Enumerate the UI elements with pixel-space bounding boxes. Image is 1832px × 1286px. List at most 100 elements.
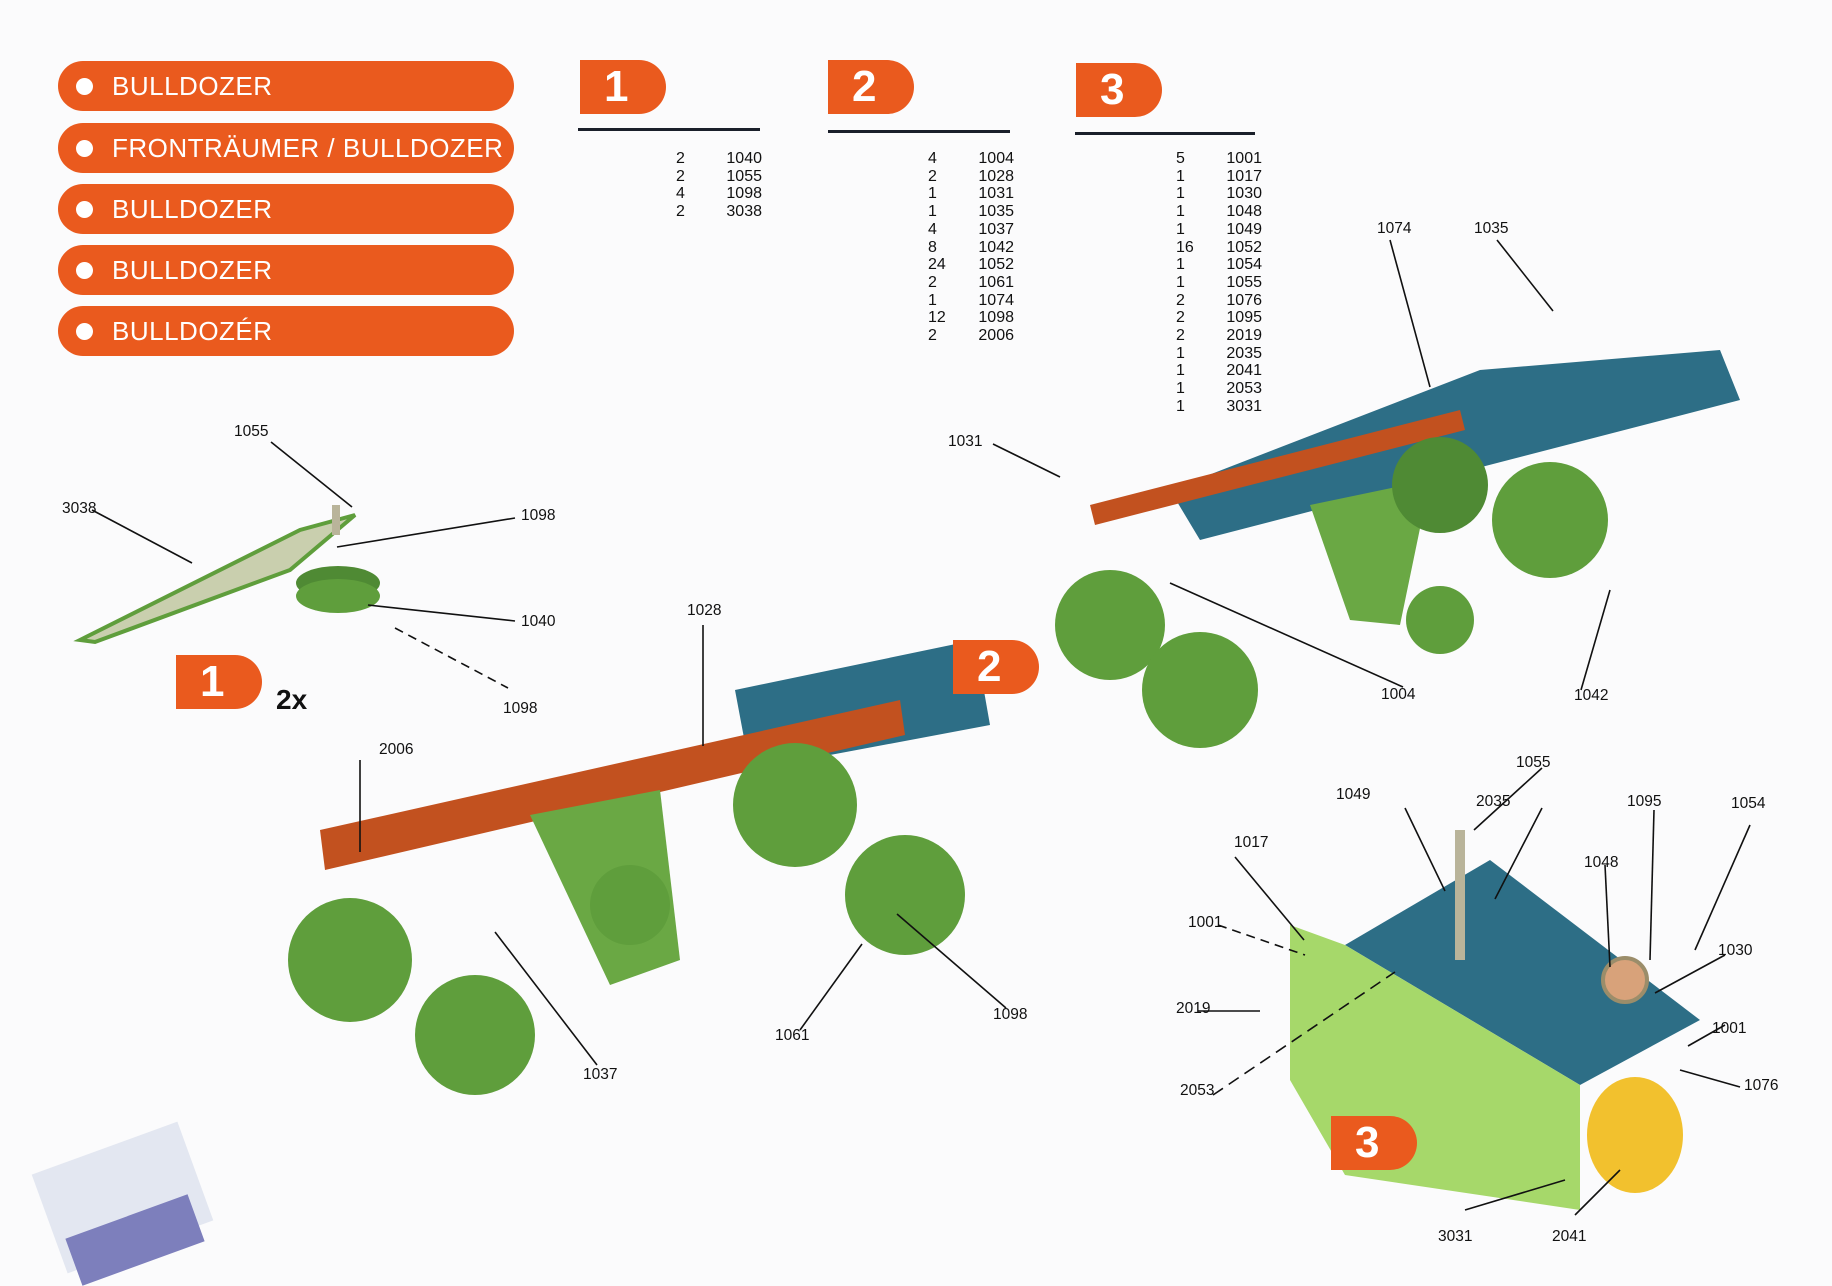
callout-label: 1076	[1744, 1077, 1779, 1094]
part-number: 1049	[1226, 220, 1262, 238]
title-bar-2: FRONTRÄUMER / BULLDOZER	[58, 123, 514, 173]
part-quantity: 1	[1176, 397, 1185, 415]
callout-label: 1095	[1627, 793, 1662, 810]
parts-row: 2 2006	[928, 327, 1014, 345]
part-quantity: 1	[1176, 167, 1185, 185]
step-rule-2	[828, 130, 1010, 133]
wheel	[845, 835, 965, 955]
wheel	[415, 975, 535, 1095]
bullet-icon	[76, 139, 93, 157]
bullet-icon	[76, 322, 93, 340]
callout-label: 2053	[1180, 1082, 1215, 1099]
part-quantity: 1	[928, 291, 937, 309]
part-quantity: 2	[1176, 291, 1185, 309]
wheel	[1492, 462, 1608, 578]
callout-label: 1040	[521, 613, 556, 630]
part-number: 2035	[1226, 344, 1262, 362]
part-quantity: 1	[1176, 256, 1185, 274]
callout-label: 1017	[1234, 834, 1269, 851]
part-quantity: 12	[928, 309, 946, 327]
parts-row: 12 1098	[928, 309, 1014, 327]
part-quantity: 1	[1176, 344, 1185, 362]
step-number: 1	[604, 62, 629, 111]
callout-label: 1030	[1718, 942, 1753, 959]
yellow-disc	[1587, 1077, 1683, 1193]
part-number: 1030	[1226, 185, 1262, 203]
part-number: 2006	[978, 327, 1014, 345]
callout-label: 1054	[1731, 795, 1766, 812]
part-number: 1001	[1226, 150, 1262, 167]
step-number: 3	[1355, 1118, 1380, 1167]
callout-label: 1042	[1574, 687, 1609, 704]
bolt	[332, 505, 340, 535]
callout-label: 1037	[583, 1066, 618, 1083]
part-number: 1098	[978, 309, 1014, 327]
title-text: BULLDOZER	[112, 193, 273, 224]
part-quantity: 1	[928, 185, 937, 203]
callout-label: 1055	[234, 423, 269, 440]
part-quantity: 1	[1176, 380, 1185, 398]
callout-label: 2006	[379, 741, 414, 758]
pulley	[296, 579, 380, 613]
wheel	[1392, 437, 1488, 533]
callout-label: 1098	[993, 1006, 1028, 1023]
part-quantity: 1	[928, 203, 937, 221]
part-quantity: 2	[676, 167, 685, 185]
callout-label: 1098	[521, 507, 556, 524]
step-badge-2: 2	[828, 60, 914, 114]
callout-label: 1074	[1377, 220, 1412, 237]
part-number: 1061	[978, 273, 1014, 291]
part-number: 1055	[1226, 273, 1262, 291]
parts-row: 1 1055	[1176, 274, 1262, 292]
parts-row: 1 1017	[1176, 168, 1262, 186]
step-rule-1	[578, 128, 760, 131]
step-badge-3: 3	[1076, 63, 1162, 117]
green-plate	[1310, 480, 1430, 625]
step-number: 2	[852, 62, 877, 111]
part-number: 1031	[978, 185, 1014, 203]
wheel	[288, 898, 412, 1022]
part-number: 1004	[978, 150, 1014, 167]
multiplier-label: 2x	[276, 684, 308, 715]
part-number: 1017	[1226, 167, 1262, 185]
parts-row: 1 1048	[1176, 203, 1262, 221]
part-number: 1040	[726, 150, 762, 167]
copper-strip	[320, 700, 905, 870]
callout-lines	[91, 239, 1751, 1216]
callout-label: 1055	[1516, 754, 1551, 771]
part-number: 2053	[1226, 380, 1262, 398]
callout-label: 1098	[503, 700, 538, 717]
part-quantity: 2	[676, 203, 685, 221]
wheel	[1142, 632, 1258, 748]
part-quantity: 24	[928, 256, 946, 274]
parts-row: 1 2035	[1176, 345, 1262, 363]
part-number: 2019	[1226, 327, 1262, 345]
part-quantity: 1	[1176, 273, 1185, 291]
callout-label: 1048	[1584, 854, 1619, 871]
callout-label: 1031	[948, 433, 983, 450]
part-number: 1048	[1226, 203, 1262, 221]
part-quantity: 2	[928, 327, 937, 345]
bolt	[1455, 830, 1465, 960]
part-quantity: 1	[1176, 203, 1185, 221]
callout-label: 1028	[687, 602, 722, 619]
step-rule-3	[1075, 132, 1255, 135]
title-bar-4: BULLDOZER	[58, 245, 514, 295]
part-number: 1042	[978, 238, 1014, 256]
part-quantity: 1	[1176, 362, 1185, 380]
callout-label: 1001	[1712, 1020, 1747, 1037]
title-text: BULLDOZÉR	[112, 315, 273, 346]
